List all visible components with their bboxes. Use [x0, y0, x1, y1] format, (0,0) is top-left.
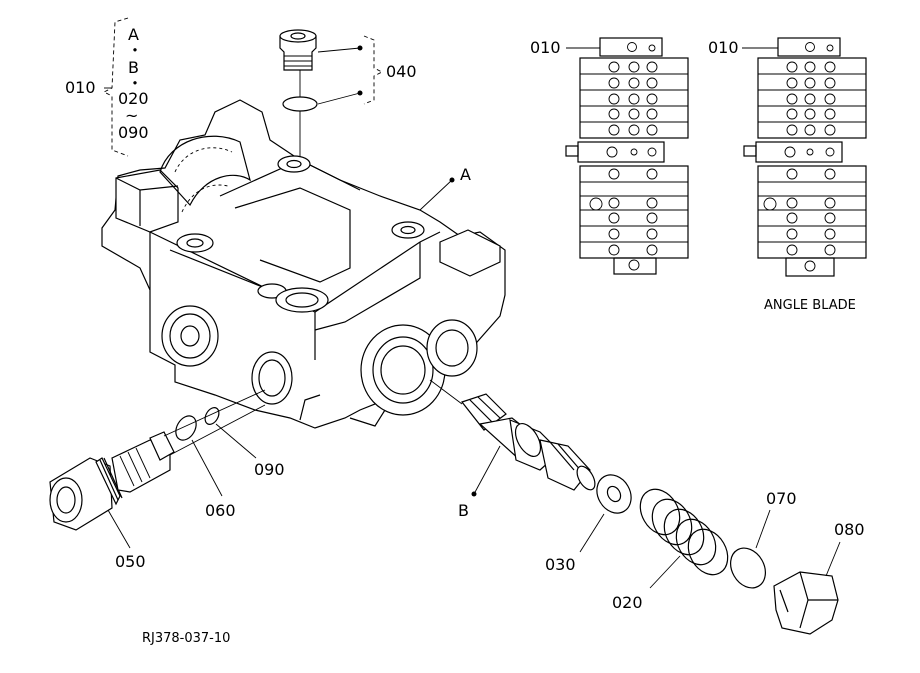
- group-label-020: 020: [118, 89, 149, 108]
- part-070-o-ring: 070: [730, 489, 797, 589]
- group-label-b: B: [128, 58, 139, 77]
- valve-stack-angle-sections: [743, 57, 867, 277]
- callout-b-spool: B: [458, 445, 501, 520]
- group-label-090: 090: [118, 123, 149, 142]
- group-label-tilde: ~: [125, 106, 138, 125]
- callout-label-a: A: [460, 165, 471, 184]
- part-080-cap: 080: [773, 520, 865, 635]
- group-label-dot-2: ・: [127, 74, 143, 93]
- angle-blade-label: ANGLE BLADE: [764, 298, 856, 313]
- valve-stack-label-010: 010: [530, 38, 561, 57]
- group-label-dot-1: ・: [127, 41, 143, 60]
- part-label-050: 050: [115, 552, 146, 571]
- callout-050: 050: [107, 509, 146, 571]
- valve-stack-standard-sections: [565, 57, 689, 275]
- callout-label-b: B: [458, 501, 469, 520]
- part-030-washer: 030: [545, 474, 632, 574]
- part-label-030: 030: [545, 555, 576, 574]
- assembly-label-010: 010: [65, 78, 96, 97]
- valve-body: [101, 99, 506, 429]
- drawing-number: RJ378-037-10: [142, 631, 230, 646]
- part-label-080: 080: [834, 520, 865, 539]
- valve-stack-angle-label-010: 010: [708, 38, 739, 57]
- part-label-040: 040: [386, 62, 417, 81]
- part-label-060: 060: [205, 501, 236, 520]
- part-060-o-ring: 060: [175, 415, 236, 520]
- part-020-spring: 020: [612, 488, 729, 612]
- part-050-relief-valve: [49, 389, 266, 531]
- part-label-020: 020: [612, 593, 643, 612]
- part-090-o-ring: 090: [204, 407, 285, 479]
- callout-a-body: A: [419, 165, 471, 211]
- part-spool: [429, 379, 596, 491]
- callout-040: 040: [317, 35, 417, 105]
- valve-stack-standard: 010: [530, 37, 689, 275]
- group-label-a: A: [128, 25, 139, 44]
- part-label-070: 070: [766, 489, 797, 508]
- valve-stack-angle-blade: 010: [708, 37, 867, 313]
- part-label-090: 090: [254, 460, 285, 479]
- group-label-bracket: A ・ B ・ 020 ~ 090 010: [65, 17, 149, 157]
- part-040-plug: [279, 29, 318, 300]
